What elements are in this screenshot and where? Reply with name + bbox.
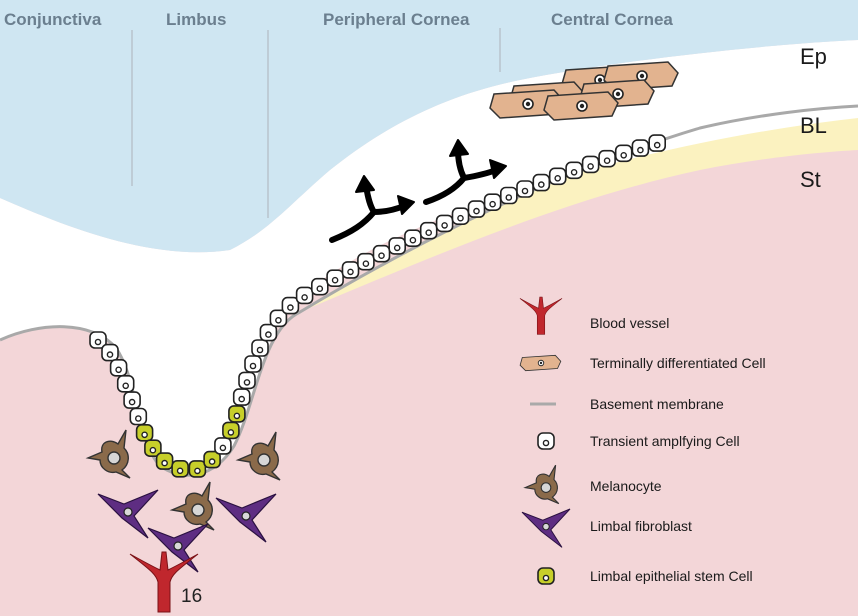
- transient-amplifying-cell: [295, 286, 314, 305]
- legend-label-differentiated-cell: Terminally differentiated Cell: [590, 355, 766, 371]
- transient-amplifying-cell: [404, 229, 422, 247]
- transient-amplifying-cell: [499, 186, 518, 205]
- migration-arrow: [423, 139, 507, 205]
- transient-amplifying-cell-icon: [537, 432, 555, 450]
- transient-amplifying-cell: [244, 355, 262, 373]
- transient-amplifying-cell: [310, 277, 329, 296]
- transient-amplifying-cell: [467, 200, 486, 218]
- basement-membrane: [0, 104, 858, 477]
- layer-label-ep: Ep: [800, 44, 827, 69]
- transient-amplifying-cell: [372, 244, 391, 263]
- migration-arrow: [329, 175, 415, 243]
- transient-amplifying-cell: [129, 407, 148, 426]
- transient-amplifying-cell: [116, 374, 135, 393]
- transient-amplifying-cell: [232, 388, 251, 406]
- transient-amplifying-cell: [109, 358, 128, 377]
- transient-amplifying-cell: [101, 343, 119, 362]
- limbal-stem-cell: [135, 423, 154, 442]
- transient-amplifying-cell: [581, 155, 600, 174]
- transient-amplifying-cell: [214, 437, 232, 455]
- tear-film: [0, 0, 858, 253]
- legend-label-blood-vessel: Blood vessel: [590, 315, 670, 331]
- region-label-conjunctiva: Conjunctiva: [4, 10, 102, 29]
- transient-amplifying-cell: [451, 207, 470, 225]
- transient-amplifying-cell: [516, 180, 534, 198]
- layer-label-bl: BL: [800, 113, 827, 138]
- transient-amplifying-cell: [631, 139, 650, 157]
- legend: [519, 296, 571, 585]
- page-number: 16: [181, 586, 203, 607]
- bowman-layer: [300, 106, 858, 312]
- transient-amplifying-cell: [648, 134, 667, 152]
- transient-amplifying-cell: [357, 252, 375, 271]
- transient-amplifying-cell: [419, 221, 438, 240]
- transient-amplifying-cell: [548, 167, 567, 186]
- region-label-limbus: Limbus: [166, 10, 227, 29]
- transient-amplifying-cell: [565, 161, 583, 180]
- transient-amplifying-cell: [341, 261, 360, 279]
- transient-amplifying-cell: [388, 237, 407, 255]
- transient-amplifying-cell: [483, 193, 502, 211]
- transient-amplifying-cell: [435, 214, 454, 233]
- legend-label-melanocyte: Melanocyte: [590, 478, 662, 494]
- legend-label-fibroblast: Limbal fibroblast: [590, 518, 692, 534]
- region-label-central-cornea: Central Cornea: [551, 10, 673, 29]
- transient-amplifying-cell: [532, 173, 551, 192]
- limbal-stem-cell: [171, 459, 189, 478]
- transient-amplifying-cell: [326, 269, 344, 288]
- differentiated-cell: [543, 91, 619, 121]
- terminally-differentiated-cell-icon: [519, 354, 562, 372]
- legend-label-stem-cell: Limbal epithelial stem Cell: [590, 568, 753, 584]
- limbal-stem-cell: [155, 452, 174, 470]
- transient-amplifying-cell: [123, 391, 141, 409]
- layer-label-st: St: [800, 167, 821, 192]
- transient-amplifying-cell: [251, 339, 269, 357]
- transient-amplifying-cell: [614, 144, 633, 163]
- region-label-peripheral-cornea: Peripheral Cornea: [323, 10, 470, 29]
- transient-amplifying-cell: [281, 296, 300, 315]
- legend-label-basement-membrane: Basement membrane: [590, 396, 724, 412]
- legend-label-transient-cell: Transient amplfying Cell: [590, 433, 740, 449]
- transient-amplifying-cell: [598, 149, 616, 168]
- limbal-stem-cell: [222, 421, 240, 440]
- transient-amplifying-cell: [259, 323, 278, 342]
- limbal-stem-cell: [188, 460, 207, 478]
- transient-amplifying-cell: [238, 371, 256, 390]
- limbal-stem-cell: [228, 405, 246, 423]
- limbal-stem-cell-icon: [537, 567, 555, 585]
